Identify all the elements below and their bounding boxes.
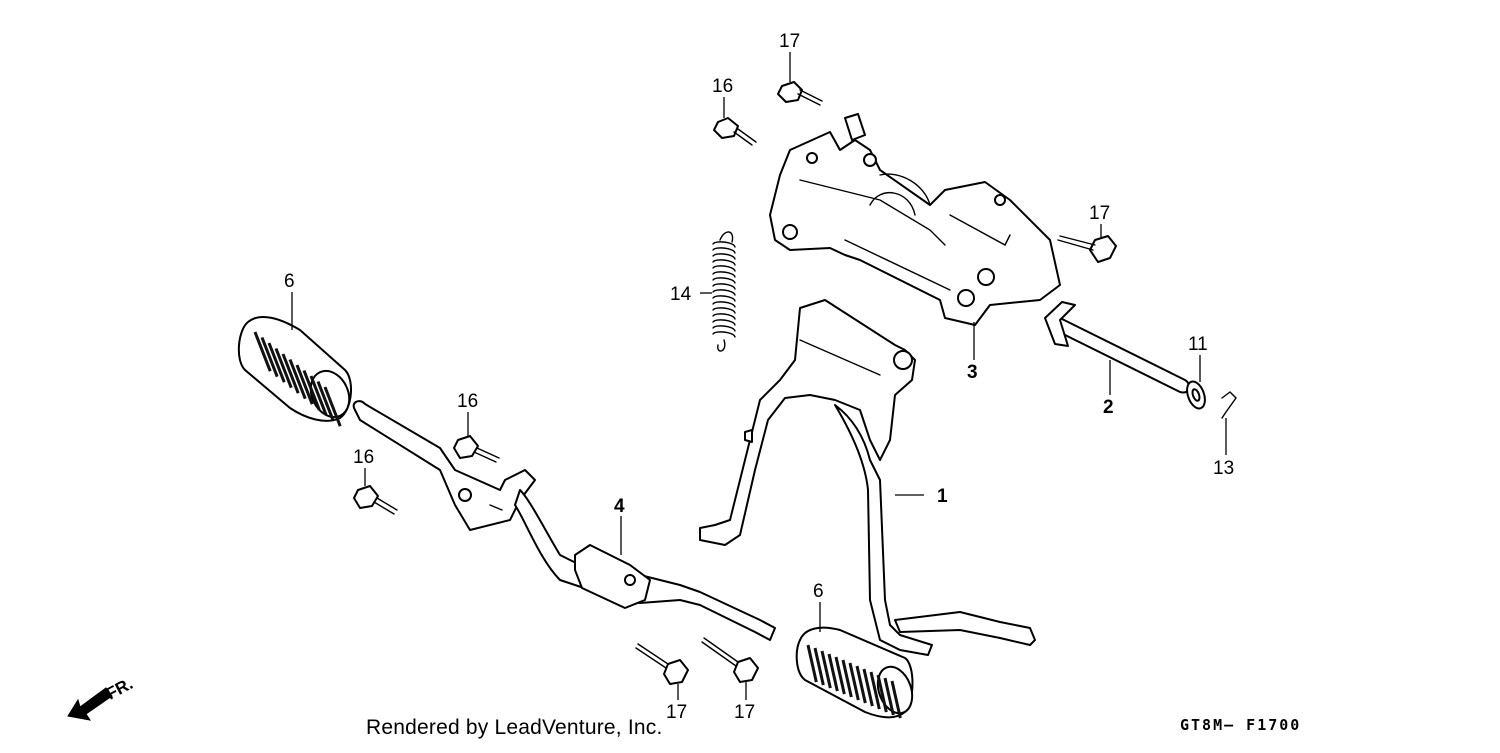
callout-11: 11 bbox=[1188, 334, 1208, 355]
spring-coil bbox=[712, 271, 736, 278]
stand-pipe-part-2[interactable] bbox=[1044, 301, 1191, 394]
rubber-rib bbox=[267, 342, 286, 383]
spring-coil bbox=[712, 241, 736, 248]
figure-code: GT8M— F1700 bbox=[1180, 716, 1302, 734]
render-credit: Rendered by LeadVenture, Inc. bbox=[366, 716, 663, 739]
stand-bracket-part-3[interactable] bbox=[769, 113, 1061, 326]
rubber-rib bbox=[862, 668, 874, 707]
callout-14: 14 bbox=[670, 284, 692, 305]
rubber-rib bbox=[302, 369, 321, 411]
spring-coil bbox=[712, 307, 736, 314]
spring-coil bbox=[712, 331, 736, 338]
rubber-rib bbox=[883, 677, 895, 716]
step-bar-part-4[interactable] bbox=[352, 400, 776, 641]
rubber-rib bbox=[855, 665, 867, 704]
rubber-rib bbox=[869, 671, 881, 710]
callout-17-top: 17 bbox=[779, 31, 800, 52]
rubber-rib bbox=[316, 380, 335, 422]
spring-coil bbox=[712, 295, 736, 302]
callout-3: 3 bbox=[967, 362, 978, 383]
washer-part-11[interactable] bbox=[1184, 379, 1209, 411]
spring-coil bbox=[712, 301, 736, 308]
rubber-rib bbox=[323, 386, 342, 427]
callout-1: 1 bbox=[937, 486, 948, 507]
callout-4: 4 bbox=[614, 496, 625, 517]
callout-16-top: 16 bbox=[712, 76, 733, 97]
bolt-17-right[interactable] bbox=[1057, 235, 1117, 263]
spring-coil bbox=[712, 259, 736, 266]
bolt-16-top[interactable] bbox=[713, 117, 757, 146]
bolt-16-mid[interactable] bbox=[453, 435, 500, 463]
main-stand-part-1[interactable] bbox=[699, 299, 1036, 656]
rubber-rib bbox=[827, 653, 839, 692]
spring-coil bbox=[712, 289, 736, 296]
rubber-rib bbox=[288, 358, 307, 400]
bolt-16-left[interactable] bbox=[353, 485, 398, 515]
callout-16-left: 16 bbox=[353, 447, 374, 468]
bolt-17-top[interactable] bbox=[777, 81, 823, 106]
rubber-rib bbox=[834, 656, 846, 695]
rubber-rib bbox=[253, 331, 272, 372]
callout-13: 13 bbox=[1213, 458, 1234, 479]
callout-2: 2 bbox=[1103, 397, 1114, 418]
bolt-17-bottom-left[interactable] bbox=[635, 643, 689, 685]
spring-coil bbox=[712, 313, 736, 320]
spring-coil bbox=[712, 253, 736, 260]
rubber-rib bbox=[876, 674, 888, 713]
spring-coil bbox=[712, 325, 736, 332]
rubber-rib bbox=[274, 347, 293, 389]
callout-17-right: 17 bbox=[1089, 203, 1110, 224]
spring-coil bbox=[712, 247, 736, 254]
spring-coil bbox=[712, 283, 736, 290]
spring-coil bbox=[712, 277, 736, 284]
rubber-rib bbox=[309, 375, 328, 416]
rubber-rib bbox=[813, 647, 825, 686]
rubber-rib bbox=[841, 659, 853, 698]
callout-17-bottom-left: 17 bbox=[666, 702, 687, 723]
callout-6-left: 6 bbox=[284, 271, 295, 292]
spring-coil bbox=[712, 319, 736, 326]
front-direction-arrow-icon: FR. bbox=[67, 674, 136, 721]
step-rubber-part-6-left[interactable] bbox=[237, 315, 357, 427]
rubber-rib bbox=[848, 662, 860, 701]
spring-coil bbox=[712, 265, 736, 272]
rubber-rib bbox=[820, 650, 832, 689]
cotter-pin-part-13[interactable] bbox=[1221, 391, 1237, 419]
rubber-rib bbox=[295, 364, 314, 405]
step-rubber-part-6-right[interactable] bbox=[795, 626, 919, 719]
bolt-17-bottom-right[interactable] bbox=[701, 637, 759, 683]
rubber-rib bbox=[806, 644, 818, 683]
stand-spring-part-14[interactable] bbox=[712, 231, 736, 352]
callout-6-right: 6 bbox=[813, 581, 824, 602]
callout-labels: 6 6 1 2 3 4 11 13 14 16 16 16 17 17 17 1… bbox=[284, 31, 1234, 723]
rubber-rib bbox=[281, 353, 300, 394]
callout-17-bottom-right: 17 bbox=[734, 702, 755, 723]
leader-lines bbox=[291, 52, 1227, 700]
rubber-rib bbox=[260, 336, 279, 378]
rubber-rib bbox=[890, 680, 902, 719]
callout-16-mid: 16 bbox=[457, 391, 478, 412]
